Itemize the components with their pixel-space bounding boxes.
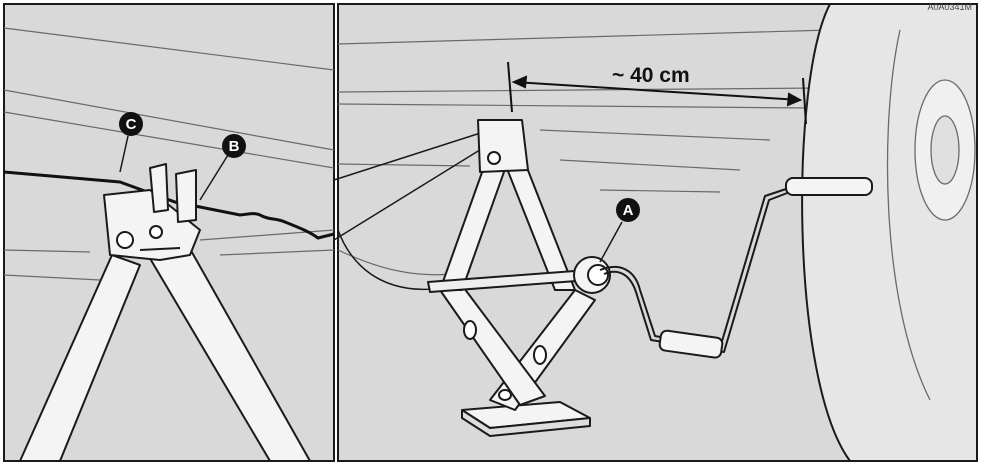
tire	[801, 3, 978, 462]
svg-text:B: B	[229, 138, 240, 155]
car-underbody-lines	[3, 27, 335, 281]
callout-c: C	[119, 112, 143, 136]
callout-c-leader	[119, 135, 129, 173]
detail-panel: C B	[3, 3, 335, 462]
crank-handle	[599, 177, 873, 359]
jack-head-detail	[19, 163, 311, 462]
dimension-indicator	[507, 61, 807, 125]
callout-b: B	[222, 134, 246, 158]
svg-text:A: A	[623, 202, 634, 219]
scissor-jack	[427, 119, 611, 437]
zoom-line-bottom	[333, 139, 497, 241]
callout-b-leader	[199, 154, 229, 201]
callout-a: A	[616, 198, 640, 222]
callout-a-leader	[599, 221, 623, 263]
dimension-label: ~ 40 cm	[612, 64, 690, 87]
zoom-line-top	[333, 127, 497, 181]
car-body-lines	[337, 29, 831, 276]
sill-edge	[3, 170, 335, 240]
overview-panel: ~ 40 cm	[333, 2, 978, 462]
svg-text:C: C	[126, 116, 137, 133]
document-code: A0A0341M	[927, 2, 972, 12]
